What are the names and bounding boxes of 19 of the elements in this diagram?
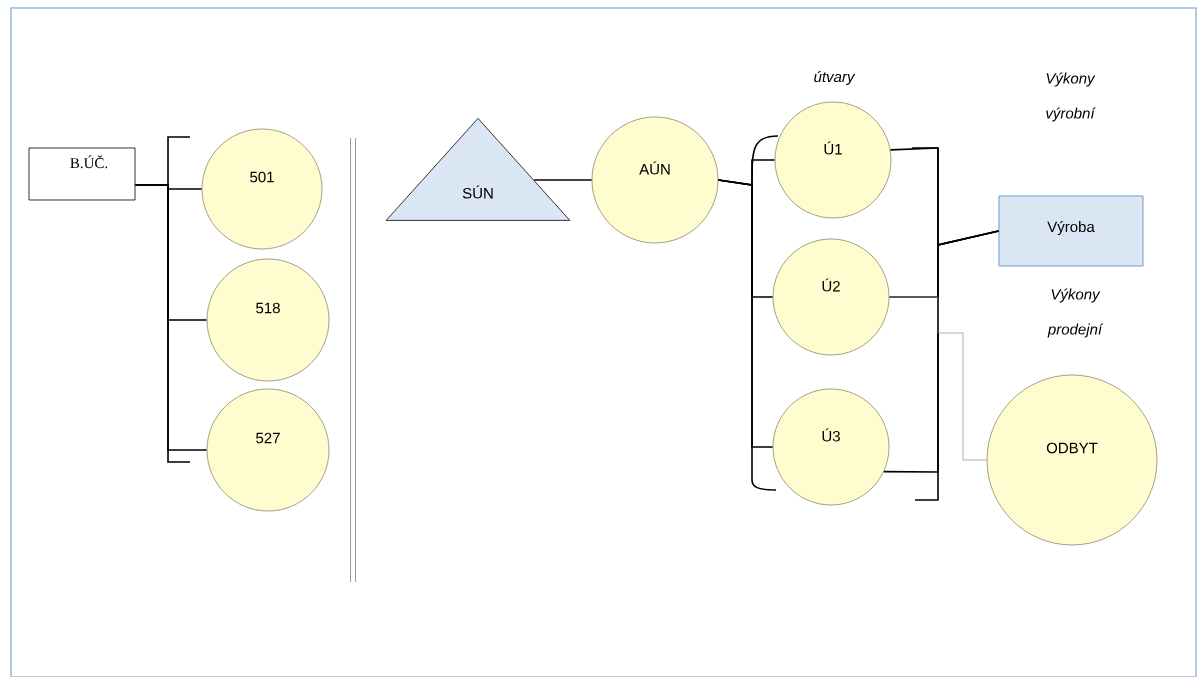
connector-line (533, 179, 593, 181)
italic-label: Výkony výrobní (1046, 72, 1096, 122)
circle-node: AÚN (591, 116, 719, 244)
circle-node: Ú3 (772, 388, 890, 506)
connector-line (134, 184, 208, 451)
circle-node: 527 (206, 388, 330, 512)
italic-label: útvary (814, 70, 856, 86)
process-box: B.ÚČ. (28, 147, 136, 201)
circle-node: ODBYT (986, 374, 1158, 546)
connector-line (889, 296, 987, 461)
italic-label: Výkony prodejní (1047, 288, 1104, 338)
triangle-node: SÚN (385, 117, 571, 221)
process-box: Výroba (998, 195, 1144, 267)
circle-node: 501 (201, 128, 323, 250)
circle-node: 518 (206, 258, 330, 382)
connector-line (717, 179, 774, 448)
circle-node: Ú1 (774, 101, 892, 219)
connector-line (883, 230, 1000, 473)
circle-node: Ú2 (772, 238, 890, 356)
